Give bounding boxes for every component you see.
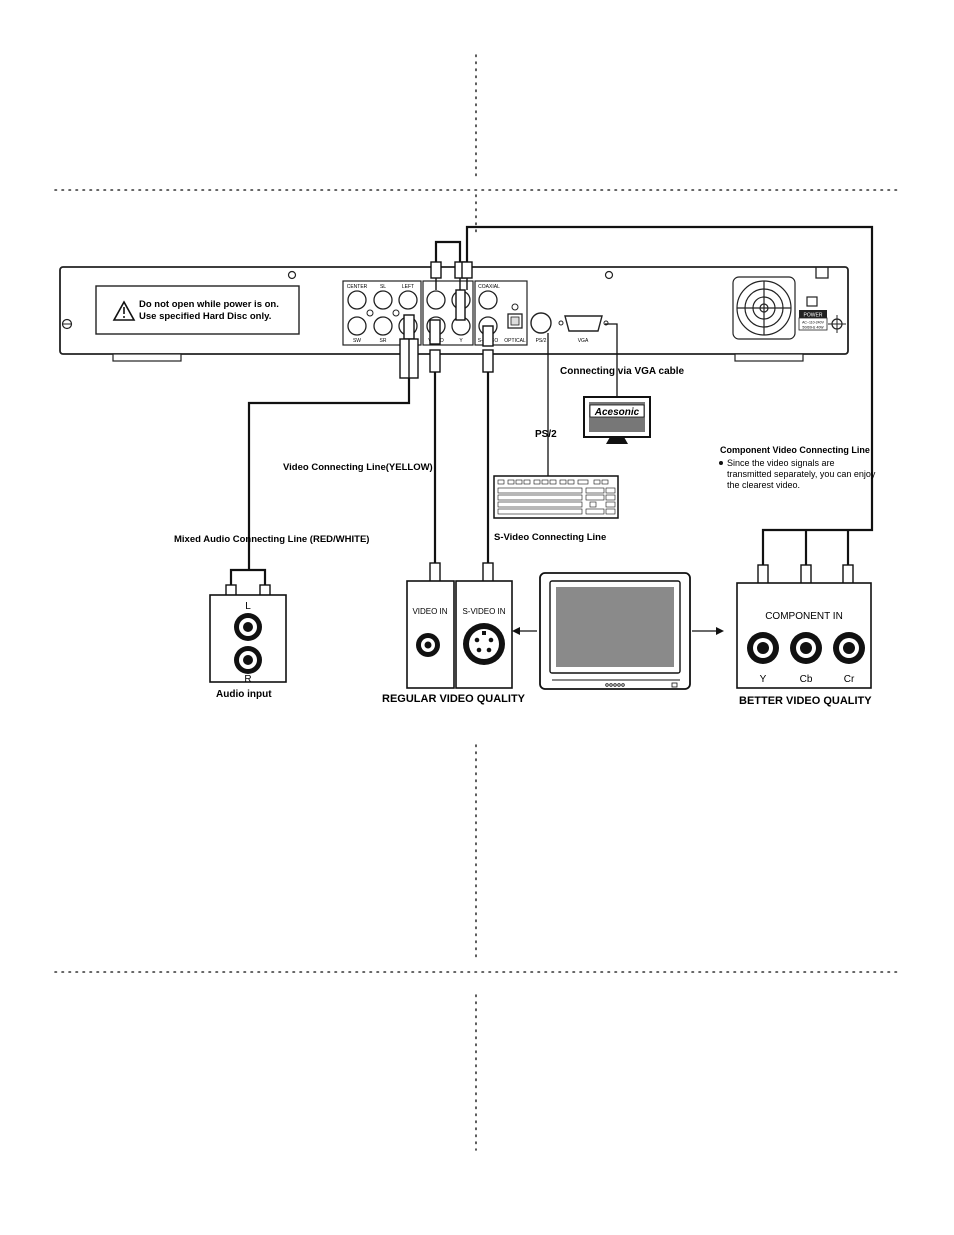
center-jack-label: CENTER	[347, 284, 368, 290]
audio-input-box: L R	[209, 594, 287, 685]
audio-line-label: Mixed Audio Connecting Line (RED/WHITE)	[174, 534, 369, 545]
svg-text:PS/2: PS/2	[536, 338, 547, 344]
power-spec-line1: AC~110-240V	[802, 321, 824, 325]
svideo-jack-icon	[463, 623, 505, 665]
monitor-brand: Acesonic	[594, 407, 640, 418]
vga-monitor: Acesonic	[583, 396, 651, 444]
audio-jack-l-icon	[234, 613, 262, 641]
coaxial-jack-label: COAXIAL	[478, 284, 500, 290]
page-guides	[54, 54, 901, 1151]
vga-cable-label: Connecting via VGA cable	[560, 366, 685, 377]
video-jack-icon	[416, 633, 440, 657]
svideo-in-label: S-VIDEO IN	[462, 607, 505, 616]
component-in-box: COMPONENT IN Y Cb Cr	[736, 582, 872, 689]
component-jack-cr-icon	[833, 632, 865, 664]
vga-port: VGA	[558, 315, 609, 344]
component-y-label: Y	[760, 674, 767, 685]
svideo-in-box: S-VIDEO IN	[455, 580, 513, 689]
audio-input-caption: Audio input	[216, 689, 272, 700]
power-section: POWER AC~110-240V 50/60Hz 40W	[798, 296, 828, 331]
video-in-box: VIDEO IN	[406, 580, 455, 689]
cable-lines	[229, 225, 874, 585]
power-spec-line2: 50/60Hz 40W	[802, 326, 824, 330]
audio-r-label: R	[244, 674, 251, 685]
warning-label: Do not open while power is on. Use speci…	[95, 285, 300, 335]
component-note-line3: the clearest video.	[727, 480, 800, 490]
warning-text-line1: Do not open while power is on.	[139, 299, 279, 310]
bullet-icon	[719, 461, 723, 465]
thin-lines	[518, 323, 718, 632]
component-line-label: Component Video Connecting Line	[720, 445, 870, 455]
audio-jack-r-icon	[234, 646, 262, 674]
power-label: POWER	[804, 313, 823, 319]
component-cr-label: Cr	[844, 674, 855, 685]
ps2-port: PS/2	[530, 312, 552, 344]
ps2-label: PS/2	[535, 429, 557, 440]
sr-jack-label: SR	[380, 338, 387, 344]
sl-jack-label: SL	[380, 284, 386, 290]
warning-triangle-icon	[112, 300, 136, 321]
keyboard-icon	[493, 475, 619, 519]
component-note-line1: Since the video signals are	[727, 458, 835, 468]
svg-text:VGA: VGA	[578, 338, 589, 344]
better-quality-label: BETTER VIDEO QUALITY	[739, 695, 872, 707]
audio-l-label: L	[245, 601, 251, 612]
left-jack-label: LEFT	[402, 284, 414, 290]
ground-screw-icon	[828, 315, 846, 333]
warning-text-line2: Use specified Hard Disc only.	[139, 311, 271, 322]
optical-jack-label: OPTICAL	[504, 338, 526, 344]
regular-quality-label: REGULAR VIDEO QUALITY	[382, 693, 526, 705]
arrow-left-icon	[512, 627, 520, 635]
component-cb-label: Cb	[800, 674, 813, 685]
video-line-label: Video Connecting Line(YELLOW)	[283, 462, 433, 473]
component-note-line2: transmitted separately, you can enjoy	[727, 469, 876, 479]
arrow-right-icon	[716, 627, 724, 635]
fan-grille-icon	[732, 276, 796, 340]
component-jack-y-icon	[747, 632, 779, 664]
television	[539, 572, 691, 690]
svideo-line-label: S-Video Connecting Line	[494, 532, 606, 543]
component-note: Component Video Connecting Line Since th…	[719, 445, 876, 490]
component-jack-cb-icon	[790, 632, 822, 664]
component-in-label: COMPONENT IN	[765, 611, 843, 622]
y-jack-label: Y	[459, 338, 463, 344]
video-in-label: VIDEO IN	[412, 607, 447, 616]
sw-jack-label: SW	[353, 338, 361, 344]
